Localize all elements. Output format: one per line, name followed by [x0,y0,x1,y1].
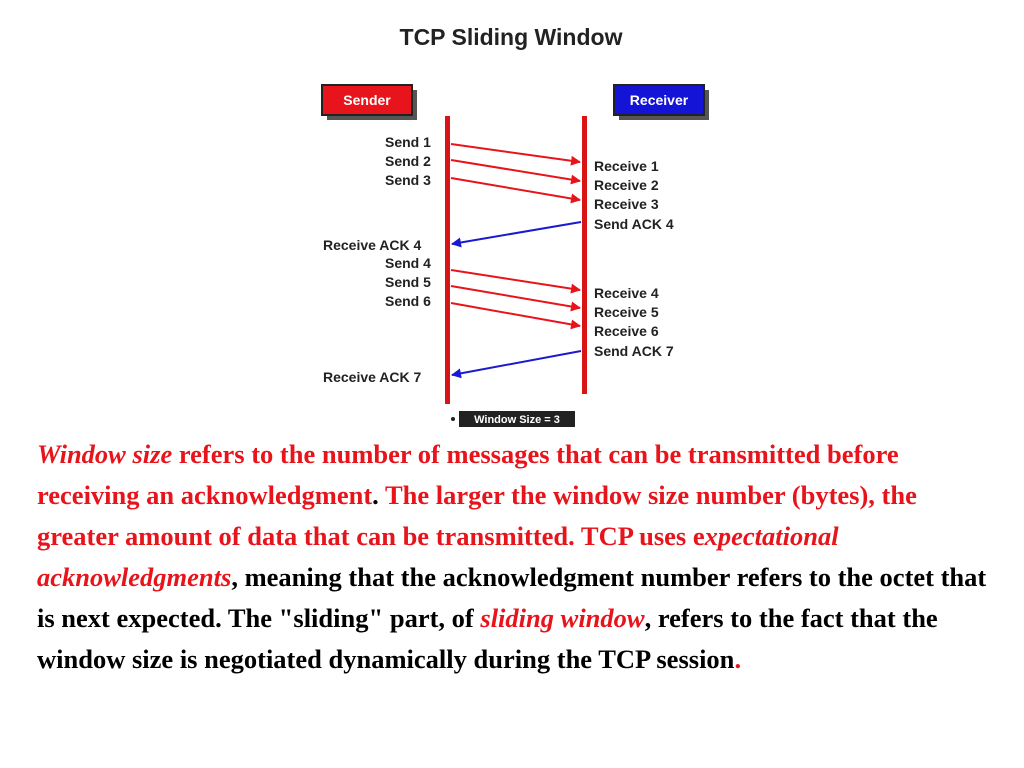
caption-text: . [734,644,742,674]
send-2-arrow [450,159,581,185]
send-5-arrow [450,285,581,312]
diagram-canvas: TCP Sliding Window Sender Receiver Send … [321,24,709,427]
receiver-event: Receive 3 [594,196,659,212]
send-4-arrow [450,269,581,294]
sender-event: Send 3 [385,172,431,188]
sender-event: Send 2 [385,153,431,169]
sender-event: Send 1 [385,134,431,150]
receiver-event: Receive 2 [594,177,659,193]
receiver-event: Receive 6 [594,323,659,339]
caption-text: . [372,480,379,510]
send-3-arrow [450,177,581,204]
caption-text: refers to the number of messages that ca… [37,439,899,510]
ack-7-arrow [451,350,582,379]
caption-text: The larger the window size number (bytes… [37,480,917,551]
diagram-title: TCP Sliding Window [400,24,623,50]
receiver-event: Receive 4 [594,285,659,301]
caption-text: , refers to the fact that the window siz… [37,603,938,674]
sender-event: Receive ACK 4 [323,237,422,253]
sender-event: Send 6 [385,293,431,309]
tcp-sliding-window-diagram: TCP Sliding Window Sender Receiver Send … [321,24,709,427]
ack-4-arrow [451,221,582,248]
receiver-box [613,84,705,116]
receiver-event: Receive 1 [594,158,659,174]
sender-event: Receive ACK 7 [323,369,422,385]
receiver-label: Receiver [630,92,689,108]
sender-event: Send 4 [385,255,431,271]
caption-text: , meaning that the acknowledgment number… [37,562,987,633]
send-6-arrow [450,302,581,330]
sender-box [321,84,413,116]
window-size-badge [459,411,575,427]
window-size-bullet [451,417,455,421]
sender-label: Sender [343,92,391,108]
caption-paragraph: Window size refers to the number of mess… [37,434,997,680]
receiver-timeline [582,116,587,394]
sender-event: Send 5 [385,274,431,290]
caption-term-window-size: Window size [37,439,173,469]
caption-term-sliding-window: sliding window [480,603,645,633]
receiver-event: Send ACK 4 [594,216,674,232]
window-size-label: Window Size = 3 [474,414,560,426]
receiver-event: Receive 5 [594,304,659,320]
sender-timeline [445,116,450,404]
send-1-arrow [450,143,581,166]
caption-term-expectational-acks: xpectational acknowledgments [37,521,839,592]
receiver-event: Send ACK 7 [594,343,674,359]
